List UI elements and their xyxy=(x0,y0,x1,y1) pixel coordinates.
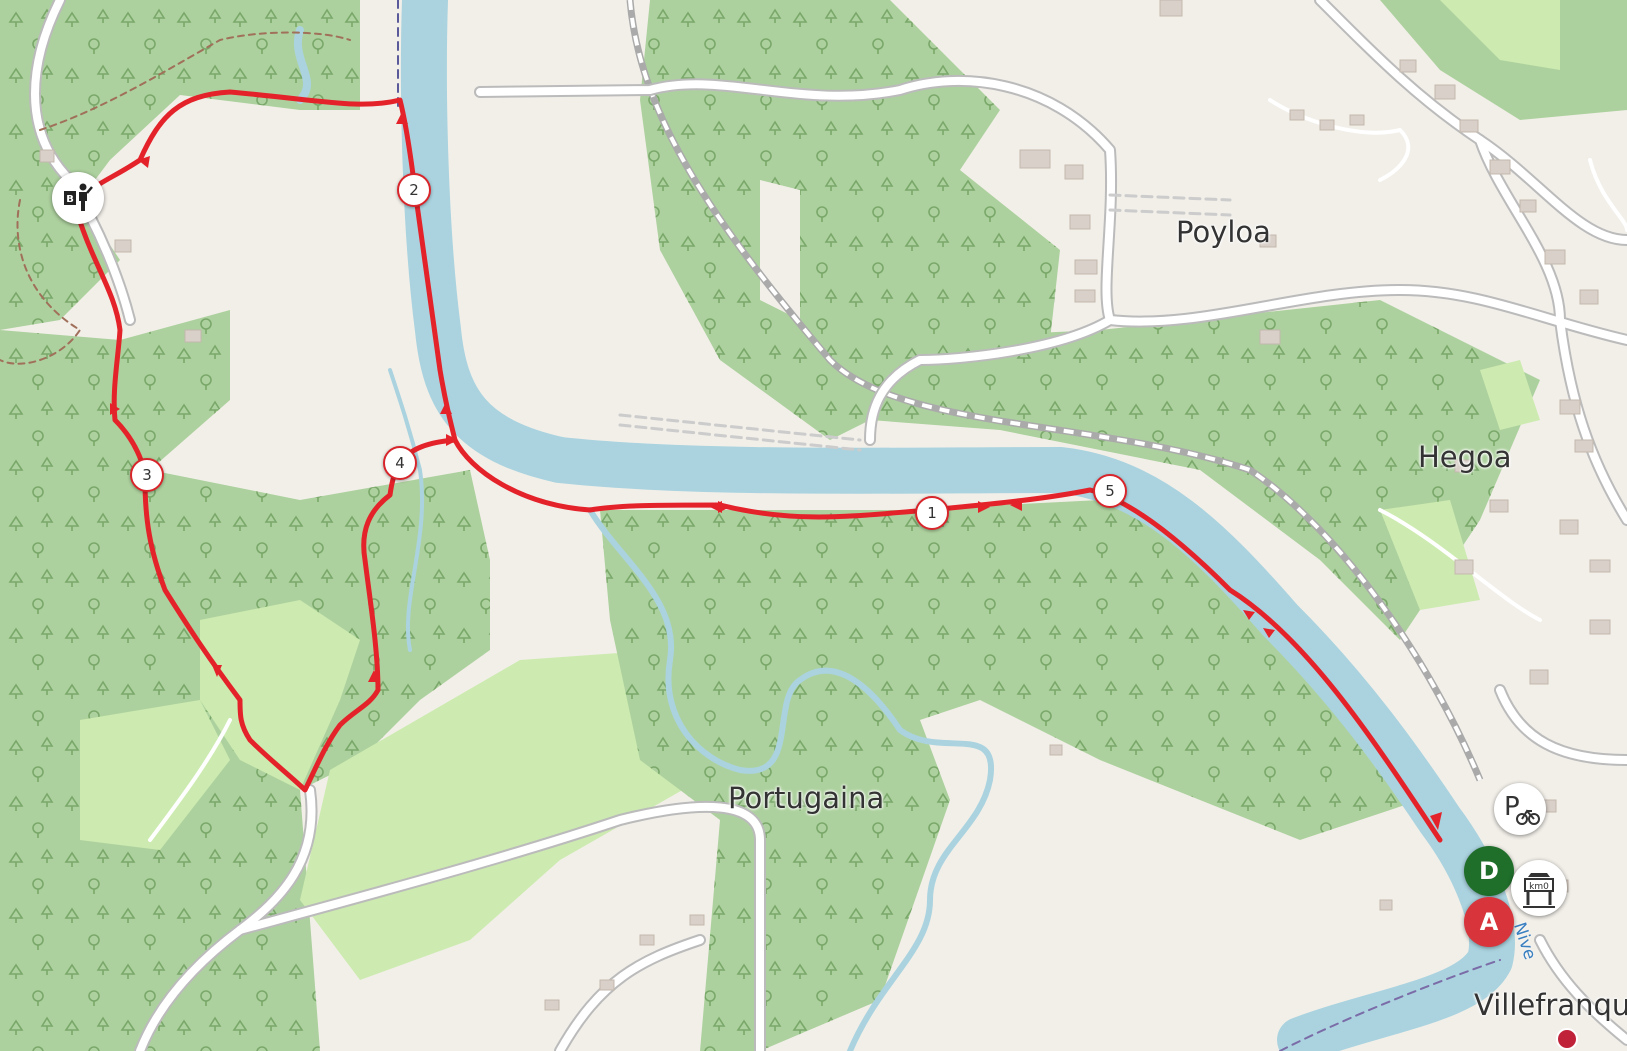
arrival-letter: A xyxy=(1479,908,1499,936)
waypoint-marker-5[interactable]: 5 xyxy=(1093,474,1127,508)
place-label-portugaina: Portugaina xyxy=(728,781,885,815)
waypoint-number: 5 xyxy=(1105,482,1115,500)
km0-signpost-poi-marker[interactable]: km0 xyxy=(1511,860,1567,916)
arrival-marker[interactable]: A xyxy=(1464,897,1514,947)
waypoint-marker-1[interactable]: 1 xyxy=(915,496,949,530)
place-label-hegoa: Hegoa xyxy=(1418,440,1512,474)
viewpoint-poi-marker[interactable]: B xyxy=(52,172,104,224)
grass-area xyxy=(80,600,700,980)
railway xyxy=(626,0,1484,782)
km0-signpost-icon: km0 xyxy=(1523,873,1555,908)
waypoint-number: 4 xyxy=(395,454,405,472)
waypoint-number: 3 xyxy=(142,466,152,484)
km0-sign-text: km0 xyxy=(1529,882,1549,892)
waypoint-number: 2 xyxy=(409,181,419,199)
waypoint-marker-3[interactable]: 3 xyxy=(130,458,164,492)
place-label-poyloa: Poyloa xyxy=(1176,215,1271,249)
village-dot-marker[interactable] xyxy=(1556,1028,1578,1050)
waypoint-marker-4[interactable]: 4 xyxy=(383,446,417,480)
bike-parking-letter: P xyxy=(1504,792,1520,822)
place-label-villefranque: Villefranqu xyxy=(1474,988,1627,1022)
bike-parking-icon: P xyxy=(1504,792,1540,825)
bike-parking-poi-marker[interactable]: P xyxy=(1494,783,1546,835)
departure-letter: D xyxy=(1479,857,1499,885)
waypoint-number: 1 xyxy=(927,504,937,522)
forest-area-central xyxy=(600,0,1627,1051)
route-direction-arrows xyxy=(110,112,1442,830)
viewpoint-person-icon: B xyxy=(64,183,93,211)
departure-marker[interactable]: D xyxy=(1464,846,1514,896)
waypoint-marker-2[interactable]: 2 xyxy=(397,173,431,207)
hiking-route xyxy=(72,89,1443,843)
viewpoint-letter: B xyxy=(66,194,74,205)
